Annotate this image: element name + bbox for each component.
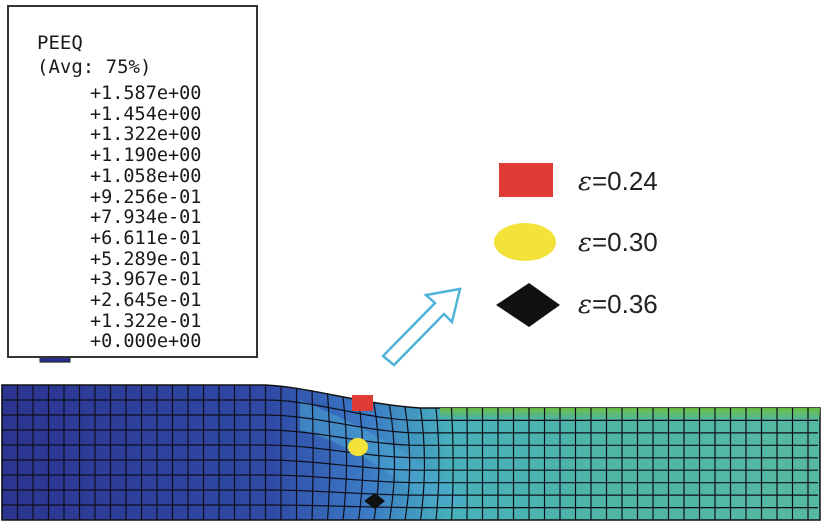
mesh-line [2,459,818,471]
key-label-circle: ε=0.30 [578,227,658,258]
mesh-top-strain-band [440,408,820,420]
legend-label: +3.967e-01 [90,269,202,291]
mesh-marker-diamond [364,493,385,509]
legend-label: +7.934e-01 [90,207,202,229]
mesh-line [2,444,818,459]
mesh-line [2,489,818,496]
key-marker-square [499,163,553,197]
legend-subtitle: (Avg: 75%) [37,56,152,78]
mesh-line [2,399,818,421]
legend-label: +1.587e+00 [90,83,202,104]
legend-label: +9.256e-01 [90,186,202,208]
strain-value: =0.30 [591,227,658,257]
key-label-diamond: ε=0.36 [578,289,658,320]
mesh-marker-circle [348,438,368,456]
legend-panel [7,5,258,358]
legend-label: +1.190e+00 [90,145,202,167]
legend-label: +6.611e-01 [90,227,202,249]
key-marker-diamond [496,283,560,327]
mesh-line [2,429,818,446]
mesh-marker-square [352,395,373,411]
key-marker-circle [494,223,556,261]
mesh-line [2,414,818,434]
strain-value: =0.36 [591,289,658,319]
legend-label: +1.322e+00 [90,124,202,146]
strain-symbol: ε [578,167,592,197]
legend-label: +0.000e+00 [90,331,202,353]
mesh-line [357,399,364,521]
legend-title: PEEQ [37,32,83,54]
strain-value: =0.24 [591,166,658,196]
legend-label: +1.058e+00 [90,165,202,187]
legend-label: +1.454e+00 [90,103,202,125]
mesh-shear-band [300,400,470,505]
mesh-line [2,504,818,509]
legend-label: +2.645e-01 [90,290,202,311]
strain-symbol: ε [578,290,592,320]
mesh-body [1,384,821,521]
mesh-line [2,474,818,484]
legend-label: +1.322e-01 [90,310,202,332]
strain-symbol: ε [578,228,592,258]
arrow-icon [381,287,462,367]
mesh-grid [1,384,818,521]
key-label-square: ε=0.24 [578,166,658,197]
legend-label: +5.289e-01 [90,248,202,270]
